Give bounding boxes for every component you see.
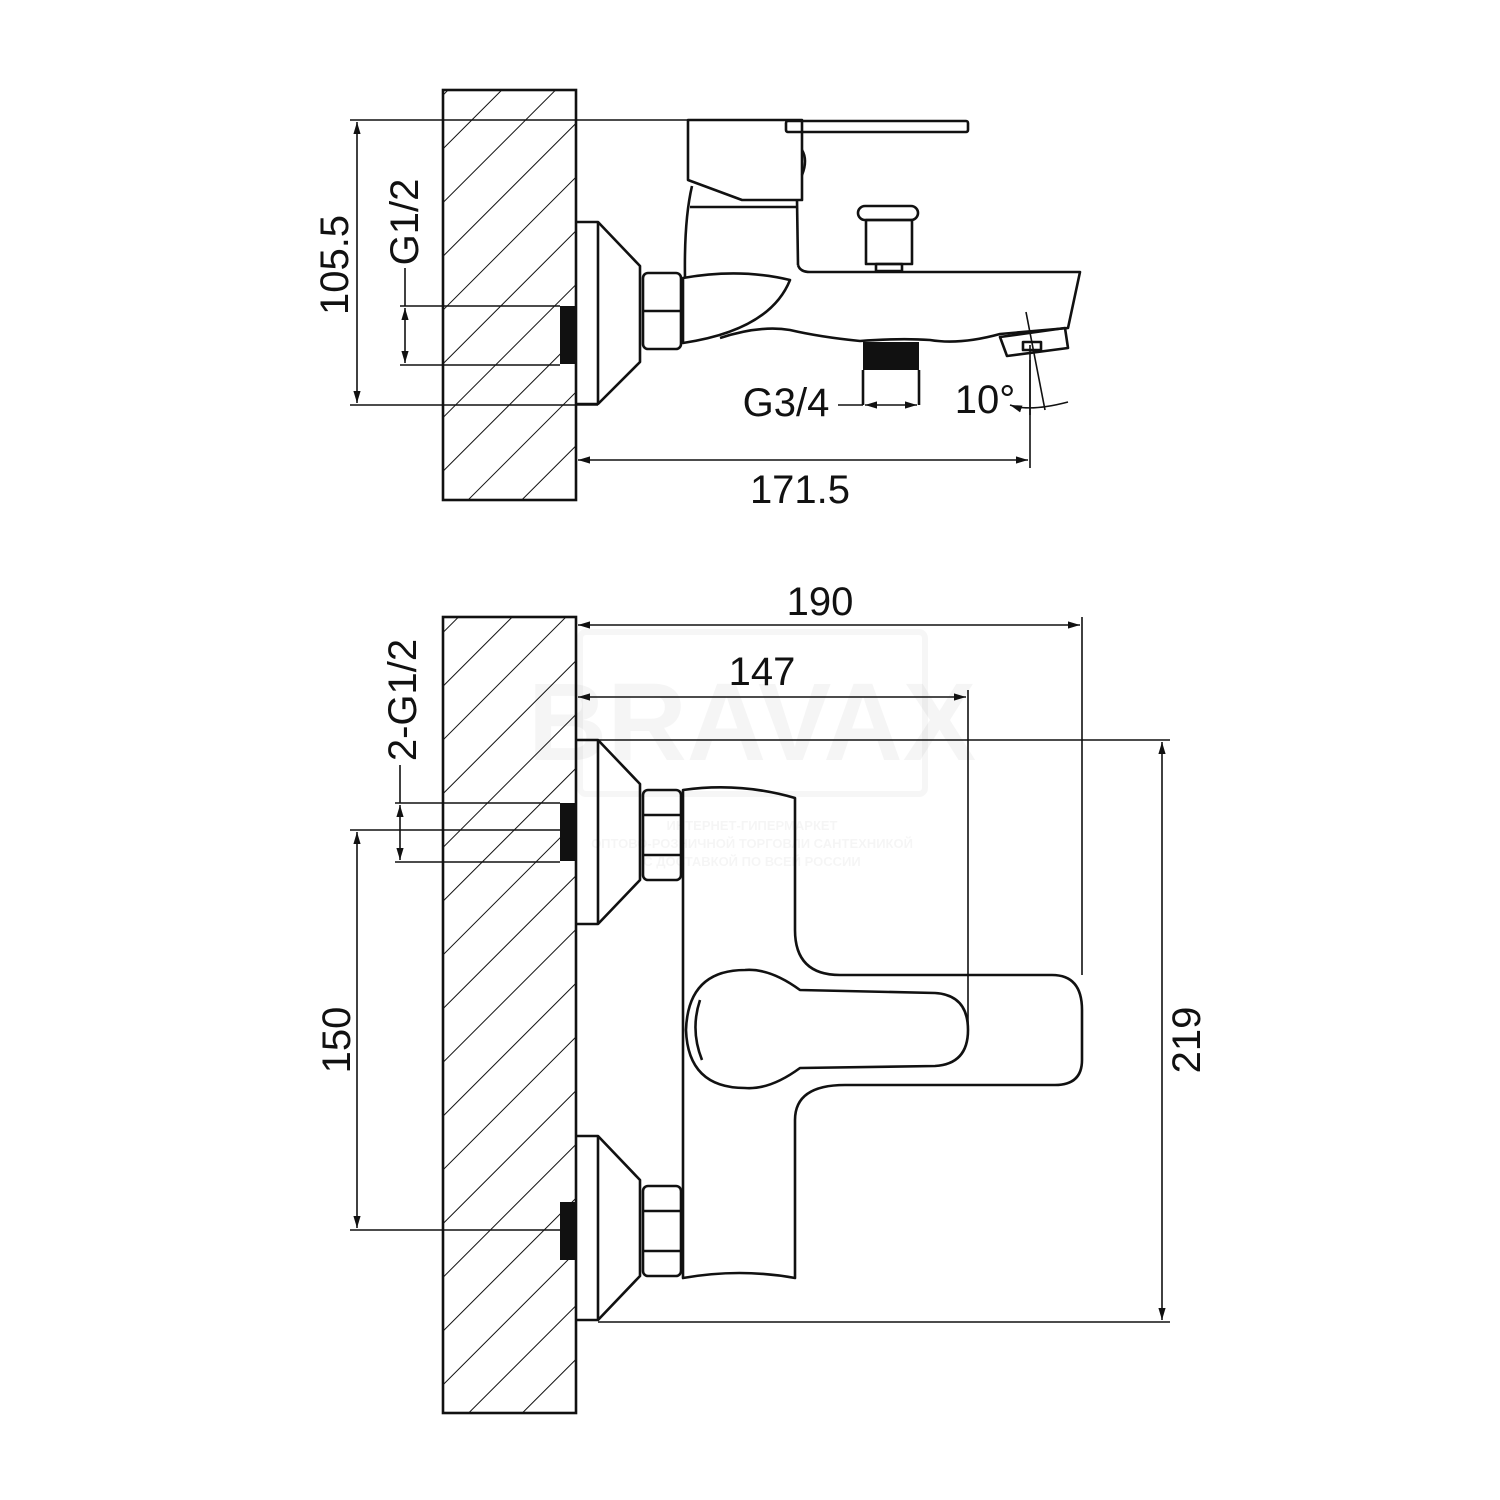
mixer-body	[681, 786, 1084, 1280]
dim-height-105-5: 105.5	[313, 119, 690, 406]
wall-section	[441, 88, 578, 502]
outlet-thread	[861, 342, 921, 405]
dim-label-g1-2: G1/2	[383, 179, 427, 266]
dim-label-219: 219	[1165, 1007, 1209, 1074]
dim-label-105-5: 105.5	[313, 215, 357, 315]
wall-flange	[577, 220, 642, 406]
lever-handle	[684, 968, 970, 1090]
dim-inlets-2-g1-2: 2-G1/2	[381, 639, 560, 863]
diverter-knob	[856, 204, 920, 273]
wall-section	[441, 615, 578, 1415]
dim-label-150: 150	[315, 1007, 359, 1074]
lever-handle	[784, 119, 970, 134]
dim-angle-10: 10°	[955, 311, 1069, 422]
dim-centers-150: 150	[315, 829, 560, 1231]
hex-nut	[641, 271, 683, 351]
svg-text:ИНТЕРНЕТ-ГИПЕРМАРКЕТ: ИНТЕРНЕТ-ГИПЕРМАРКЕТ	[666, 818, 837, 833]
front-view: 190 147 219 150 2-G1/2	[315, 580, 1209, 1415]
inlet-thread	[560, 306, 576, 364]
mixer-body	[681, 118, 1082, 345]
dim-outlet-g3-4: G3/4	[743, 381, 917, 425]
dim-inlet-g1-2: G1/2	[383, 179, 560, 366]
dim-width-190: 190	[575, 580, 1083, 975]
dim-label-190: 190	[787, 580, 854, 624]
dim-label-2-g1-2: 2-G1/2	[381, 639, 425, 761]
dim-width-147: 147	[578, 650, 969, 1030]
dim-height-219: 219	[577, 739, 1209, 1323]
dim-label-171-5: 171.5	[750, 468, 850, 512]
dim-label-g3-4: G3/4	[743, 381, 830, 425]
dim-label-10-deg: 10°	[955, 378, 1016, 422]
lower-flange	[560, 1134, 683, 1322]
side-view: 105.5 G1/2 171.5 G3/4 10°	[313, 88, 1082, 512]
dim-label-147: 147	[729, 650, 796, 694]
